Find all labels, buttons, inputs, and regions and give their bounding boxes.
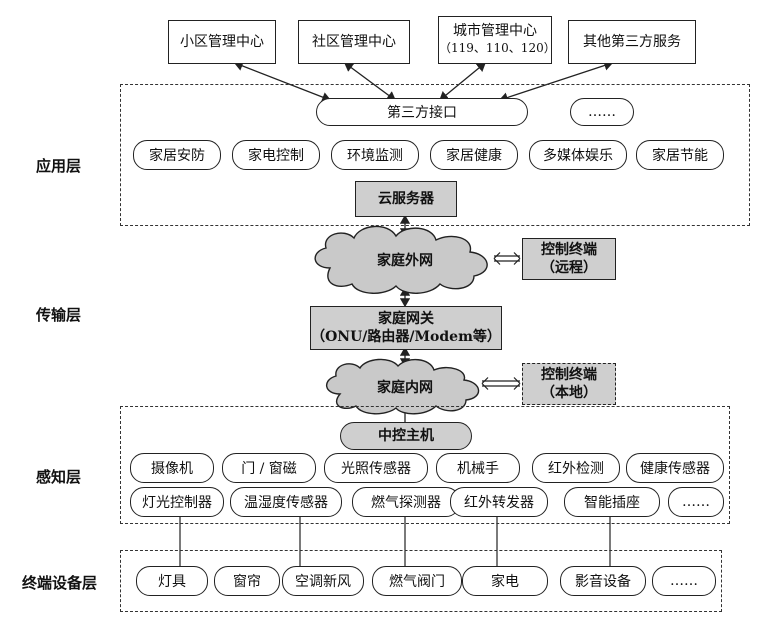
service-energy-saving: 家居节能	[636, 140, 724, 170]
cloud-server: 云服务器	[355, 181, 457, 217]
layer-label-perception: 感知层	[36, 468, 82, 486]
internal-network-cloud	[326, 358, 480, 415]
layer-label-terminal: 终端设备层	[22, 574, 98, 592]
arrow-external-remote	[493, 252, 521, 265]
arrow-interface-neighborhood	[343, 62, 397, 101]
remote-terminal-title: 控制终端	[541, 242, 597, 258]
other-third-party-service: 其他第三方服务	[568, 20, 696, 64]
sensor-camera: 摄像机	[130, 453, 214, 483]
remote-control-terminal: 控制终端 （远程）	[522, 238, 616, 280]
city-center-title: 城市管理中心	[453, 23, 537, 39]
temperature-humidity-sensor: 温湿度传感器	[230, 487, 342, 517]
city-management-center: 城市管理中心 （119、110、120）	[438, 16, 556, 64]
home-gateway-title: 家庭网关	[378, 311, 434, 327]
device-curtain: 窗帘	[214, 566, 280, 596]
application-ellipsis: ……	[570, 98, 634, 126]
device-lamp: 灯具	[136, 566, 208, 596]
home-gateway: 家庭网关 （ONU/路由器/Modem等）	[310, 306, 502, 350]
device-appliance: 家电	[462, 566, 548, 596]
light-controller: 灯光控制器	[130, 487, 224, 517]
arrow-interface-other	[498, 60, 614, 103]
application-layer-frame	[120, 84, 750, 226]
layer-label-application: 应用层	[36, 157, 82, 175]
home-internal-network-label: 家庭内网	[377, 380, 433, 396]
sensor-health: 健康传感器	[626, 453, 724, 483]
service-environment-monitoring: 环境监测	[331, 140, 419, 170]
perception-ellipsis: ……	[668, 487, 724, 517]
third-party-interface: 第三方接口	[316, 98, 528, 126]
terminal-layer-frame	[120, 550, 722, 612]
layer-label-transport: 传输层	[36, 306, 82, 324]
service-home-health: 家居健康	[430, 140, 518, 170]
gas-detector: 燃气探测器	[352, 487, 460, 517]
service-appliance-control: 家电控制	[232, 140, 320, 170]
community-management-center: 小区管理中心	[168, 20, 276, 64]
arrow-internal-local	[481, 377, 521, 390]
infrared-transmitter: 红外转发器	[450, 487, 548, 517]
smart-socket: 智能插座	[564, 487, 660, 517]
sensor-door-window: 门 / 窗磁	[222, 453, 316, 483]
device-audio-video: 影音设备	[560, 566, 646, 596]
home-external-network-label: 家庭外网	[377, 253, 433, 269]
sensor-infrared-detection: 红外检测	[532, 453, 620, 483]
home-gateway-sub: （ONU/路由器/Modem等）	[311, 329, 501, 345]
arrow-interface-community	[233, 60, 332, 103]
sensor-manipulator: 机械手	[436, 453, 520, 483]
city-center-numbers: （119、110、120）	[439, 41, 556, 55]
central-control-host: 中控主机	[340, 422, 472, 450]
terminal-ellipsis: ……	[652, 566, 716, 596]
device-air-conditioning: 空调新风	[282, 566, 364, 596]
neighborhood-management-center: 社区管理中心	[298, 20, 410, 64]
sensor-light: 光照传感器	[324, 453, 428, 483]
local-control-terminal: 控制终端 （本地）	[522, 363, 616, 405]
arrow-interface-city	[438, 62, 487, 101]
external-network-cloud	[314, 225, 488, 294]
device-gas-valve: 燃气阀门	[372, 566, 462, 596]
service-home-security: 家居安防	[133, 140, 221, 170]
local-terminal-sub: （本地）	[541, 385, 597, 401]
perception-layer-frame	[120, 406, 730, 524]
local-terminal-title: 控制终端	[541, 367, 597, 383]
service-multimedia-entertainment: 多媒体娱乐	[529, 140, 627, 170]
remote-terminal-sub: （远程）	[541, 260, 597, 276]
